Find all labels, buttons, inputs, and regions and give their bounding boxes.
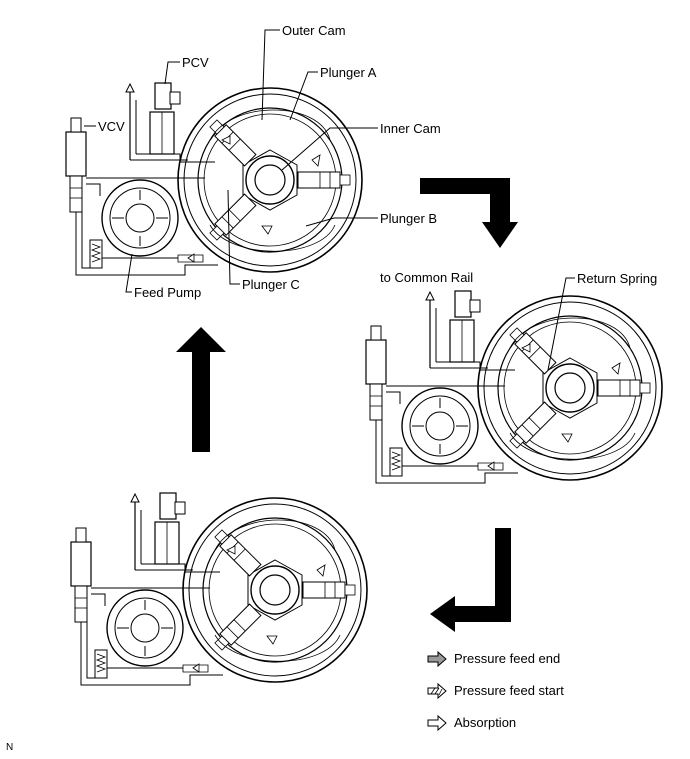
label-pcv: PCV [182, 55, 209, 70]
label-feed-pump: Feed Pump [134, 285, 202, 300]
process-arrow-down-right [420, 178, 518, 248]
label-to-common-rail: to Common Rail [380, 270, 474, 285]
pump-diagram-top [65, 82, 363, 276]
solid-arrow-icon [427, 650, 447, 668]
legend-label-pressure-feed-start: Pressure feed start [454, 683, 564, 698]
label-plunger-a: Plunger A [320, 65, 377, 80]
process-arrow-down-left [430, 528, 511, 632]
pump-diagram-bottom [70, 492, 368, 686]
label-plunger-b: Plunger B [380, 211, 438, 226]
label-vcv: VCV [98, 119, 125, 134]
hatched-arrow-icon [427, 682, 447, 700]
legend-label-absorption: Absorption [454, 715, 517, 730]
corner-mark: N [6, 742, 14, 753]
process-arrow-up [176, 327, 226, 452]
label-return-spring: Return Spring [577, 271, 658, 286]
label-inner-cam: Inner Cam [380, 121, 441, 136]
label-plunger-c: Plunger C [242, 277, 300, 292]
hollow-arrow-icon [427, 714, 447, 732]
pump-diagram-right [365, 290, 663, 484]
legend-label-pressure-feed-end: Pressure feed end [454, 651, 561, 666]
label-outer-cam: Outer Cam [282, 23, 346, 38]
